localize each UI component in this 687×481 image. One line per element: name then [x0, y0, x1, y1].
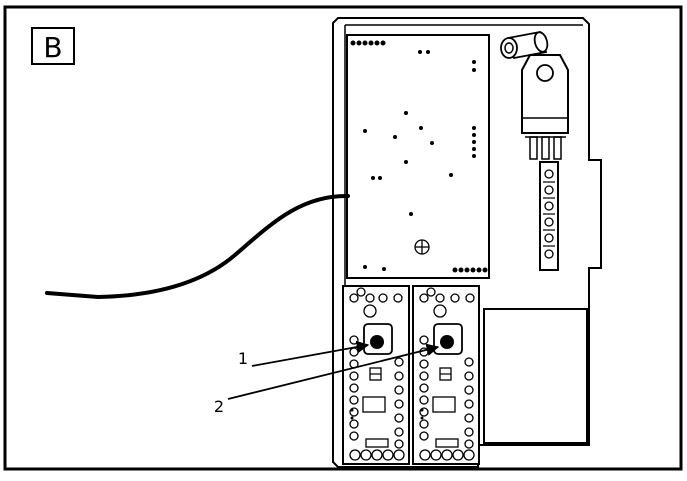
panel-label-box	[31, 27, 75, 65]
panel-label: B	[31, 27, 75, 65]
callout-1: 1	[238, 340, 370, 368]
callout-1-leader	[251, 340, 370, 367]
callout-2-label: 2	[214, 397, 224, 416]
panel-label-text: B	[43, 31, 62, 64]
sensor-1-hole	[370, 335, 384, 349]
callout-2-leader	[227, 343, 440, 400]
standoff-post	[500, 30, 549, 60]
top-module	[346, 34, 490, 279]
sensor-module-1	[342, 285, 410, 465]
sensor-module-2	[412, 285, 480, 465]
target-mark	[414, 239, 430, 255]
terminal-connector	[539, 161, 559, 271]
empty-module-slot	[483, 308, 588, 444]
sensor-2-hole	[440, 335, 454, 349]
callout-1-label: 1	[238, 349, 248, 368]
callout-2: 2	[214, 343, 440, 416]
top-module-body	[346, 34, 490, 279]
outer-frame	[3, 5, 683, 471]
voltage-regulator	[521, 54, 569, 160]
top-module-dots	[350, 40, 488, 273]
cable	[45, 193, 350, 300]
